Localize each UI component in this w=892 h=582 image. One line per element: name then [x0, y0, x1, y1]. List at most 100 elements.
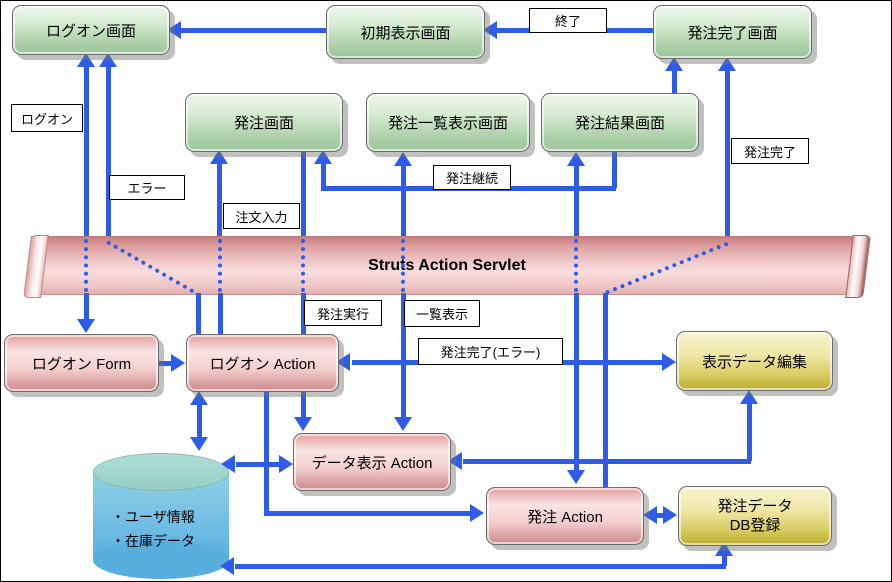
data-display-action-label: データ表示 Action [311, 454, 433, 472]
order-data-db-box: 発注データ DB登録 [678, 486, 832, 546]
order-data-db-label-line1: 発注データ [717, 498, 793, 515]
screen-order-complete-label: 発注完了画面 [687, 24, 778, 42]
connector [84, 66, 89, 236]
connector [301, 150, 306, 236]
order-data-db-label-line2: DB登録 [729, 517, 781, 534]
connector [722, 556, 727, 566]
connector [747, 404, 752, 461]
connector [301, 293, 306, 335]
band-left-cap [23, 235, 49, 298]
cylinder-bottom [93, 541, 229, 579]
dotted-connector [84, 239, 88, 292]
database-item-stock: ・在庫データ [111, 533, 195, 549]
arrowhead-up [740, 390, 758, 404]
display-data-edit-label: 表示データ編集 [701, 353, 807, 371]
screen-initial-display: 初期表示画面 [326, 5, 485, 59]
servlet-band: Struts Action Servlet [23, 235, 871, 298]
flow-label-exit: 終了 [529, 8, 607, 33]
connector [725, 70, 730, 236]
arrowhead-down [294, 417, 312, 431]
connector [181, 28, 326, 33]
screen-order-list-label: 発注一覧表示画面 [387, 115, 508, 132]
connector [236, 462, 281, 467]
arrowhead-up [665, 57, 683, 71]
connector [84, 293, 89, 321]
dotted-connector [218, 239, 222, 292]
cylinder-top [93, 453, 229, 491]
screen-logon: ログオン画面 [12, 5, 170, 55]
connector [196, 293, 201, 335]
arrowhead-left [221, 455, 235, 473]
arrowhead-up [77, 53, 95, 67]
connector [264, 389, 269, 516]
screen-logon-label: ログオン画面 [45, 22, 136, 40]
logon-form-box: ログオン Form [4, 334, 159, 392]
screen-order-result-label: 発注結果画面 [574, 115, 665, 132]
flow-label-order-complete-error: 発注完了(エラー) [418, 338, 563, 365]
connector [321, 163, 326, 188]
dotted-connector [574, 239, 578, 292]
arrowhead-left [167, 21, 181, 39]
connector [574, 293, 579, 472]
connector [106, 66, 111, 236]
screen-order-result: 発注結果画面 [541, 93, 699, 152]
arrowhead-right [279, 455, 293, 473]
arrowhead-up [567, 152, 585, 166]
arrowhead-right [663, 506, 677, 524]
screen-order: 発注画面 [185, 93, 343, 152]
arrowhead-right [171, 354, 185, 372]
arrowhead-left [483, 21, 497, 39]
arrowhead-up [314, 150, 332, 164]
connector [612, 150, 617, 188]
database-item-user: ・ユーザ情報 [111, 509, 195, 525]
screen-order-label: 発注画面 [233, 115, 294, 132]
connector [217, 163, 222, 236]
connector [158, 361, 172, 366]
screen-order-complete: 発注完了画面 [653, 5, 812, 59]
arrowhead-left [448, 452, 462, 470]
arrowhead-left [336, 353, 350, 371]
flow-label-logon: ログオン [11, 104, 83, 132]
data-display-action-box: データ表示 Action [293, 433, 451, 491]
flow-label-order-complete: 発注完了 [731, 138, 809, 164]
dotted-connector [301, 239, 305, 292]
connector [574, 165, 579, 236]
logon-form-label: ログオン Form [31, 355, 132, 373]
screen-initial-display-label: 初期表示画面 [360, 24, 451, 42]
connector [656, 513, 665, 518]
arrowhead-left [220, 557, 234, 575]
connector [401, 165, 406, 236]
connector [603, 293, 608, 487]
arrowhead-down [190, 437, 208, 451]
order-action-label: 発注 Action [527, 508, 603, 526]
flow-label-order-exec: 発注実行 [304, 300, 382, 326]
connector [401, 293, 406, 419]
flow-label-error: エラー [109, 175, 185, 200]
arrowhead-up [99, 53, 117, 67]
arrowhead-left [643, 506, 657, 524]
arrowhead-right [662, 353, 676, 371]
arrowhead-down [567, 470, 585, 484]
logon-action-label: ログオン Action [209, 355, 316, 373]
connector [218, 293, 223, 335]
flow-label-order-input: 注文入力 [223, 203, 300, 229]
arrowhead-up [210, 150, 228, 164]
connector [672, 70, 677, 93]
connector [235, 564, 726, 569]
arrowhead-up [394, 152, 412, 166]
connector [197, 404, 202, 439]
arrowhead-down [77, 319, 95, 333]
arrowhead-right [470, 504, 484, 522]
order-action-box: 発注 Action [486, 487, 644, 545]
connector [264, 511, 472, 516]
arrowhead-up [718, 57, 736, 71]
flow-label-list-display: 一覧表示 [404, 300, 480, 327]
connector [301, 389, 306, 419]
arrowhead-up [190, 391, 208, 405]
screen-order-list: 発注一覧表示画面 [366, 93, 530, 152]
band-right-cap [845, 235, 871, 298]
display-data-edit-box: 表示データ編集 [676, 331, 833, 391]
flow-label-order-continue: 発注継続 [433, 165, 511, 190]
dotted-connector [401, 239, 405, 292]
